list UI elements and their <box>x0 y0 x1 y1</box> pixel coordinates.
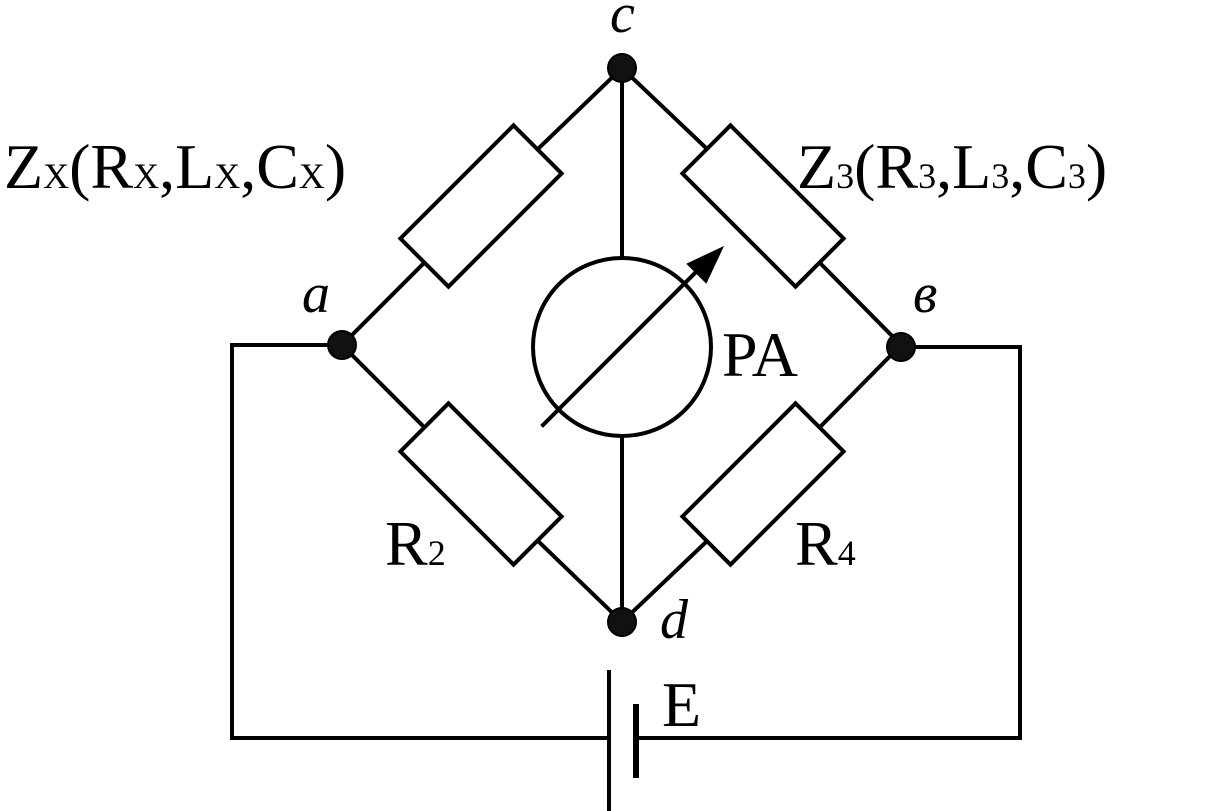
resistor-r2 <box>397 400 565 568</box>
node-label-b: в <box>913 263 937 325</box>
impedance-zx <box>397 122 565 290</box>
node-d-dot <box>607 607 637 637</box>
wire-zx-to-c <box>537 65 625 150</box>
resistor-r4 <box>679 400 847 568</box>
wire-z3-to-b <box>819 262 904 348</box>
wire-a-to-battery <box>230 343 611 740</box>
node-a-dot <box>327 330 357 360</box>
node-label-d: d <box>660 589 689 651</box>
node-label-c: c <box>610 0 635 45</box>
label-z3: Z3(R3,L3,C3) <box>797 131 1107 202</box>
wire-c-to-z3 <box>619 65 708 150</box>
label-source: E <box>662 669 701 740</box>
ammeter-arrow-shaft <box>540 265 703 428</box>
wire-a-to-zx <box>339 262 425 348</box>
wire-a-to-r2 <box>339 342 425 428</box>
wire-b-to-battery <box>634 345 1022 740</box>
node-label-a: a <box>302 263 330 325</box>
wire-r2-to-d <box>537 540 625 625</box>
wire-r4-to-b <box>819 342 904 428</box>
node-b-dot <box>886 332 916 362</box>
node-c-dot <box>607 53 637 83</box>
ammeter-arrow-head <box>686 245 725 284</box>
label-zx: ZX(RX,LX,CX) <box>4 131 346 202</box>
impedance-z3 <box>679 122 847 290</box>
wire-d-to-r4 <box>619 540 708 625</box>
label-meter: PA <box>722 319 798 390</box>
label-r2: R2 <box>385 508 446 579</box>
label-r4: R4 <box>795 508 856 579</box>
